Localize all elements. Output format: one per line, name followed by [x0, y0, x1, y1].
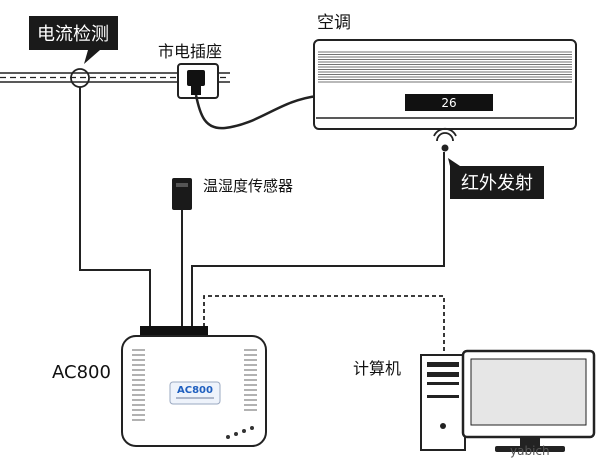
computer-tower-icon — [420, 354, 466, 451]
current-detection-callout: 电流检测 — [29, 16, 118, 64]
power-socket-icon — [177, 63, 219, 99]
ac800-device: AC800 — [121, 326, 267, 447]
ac-display — [405, 94, 493, 111]
power-socket-label: 市电插座 — [158, 42, 222, 61]
air-conditioner-unit: 26 — [313, 39, 577, 130]
infrared-emitter-label: 红外发射 — [461, 173, 533, 194]
ac-power-cord — [194, 94, 319, 130]
current-detection-label: 电流检测 — [37, 24, 109, 45]
device-logo: AC800 — [177, 385, 213, 396]
infrared-emitter-callout: 红外发射 — [448, 158, 544, 199]
device-wiring — [79, 87, 445, 327]
watermark: yabich — [510, 444, 550, 458]
computer-network-cable — [203, 295, 445, 355]
computer-label: 计算机 — [353, 359, 401, 378]
ac-display-value: 26 — [441, 96, 456, 110]
air-conditioner-label: 空调 — [317, 13, 351, 33]
infrared-emitter-icon — [433, 127, 457, 152]
device-model-label: AC800 — [52, 362, 111, 383]
computer-monitor-icon — [461, 349, 596, 452]
temp-humidity-sensor-icon — [172, 178, 192, 218]
temp-humidity-sensor-label: 温湿度传感器 — [203, 177, 293, 195]
